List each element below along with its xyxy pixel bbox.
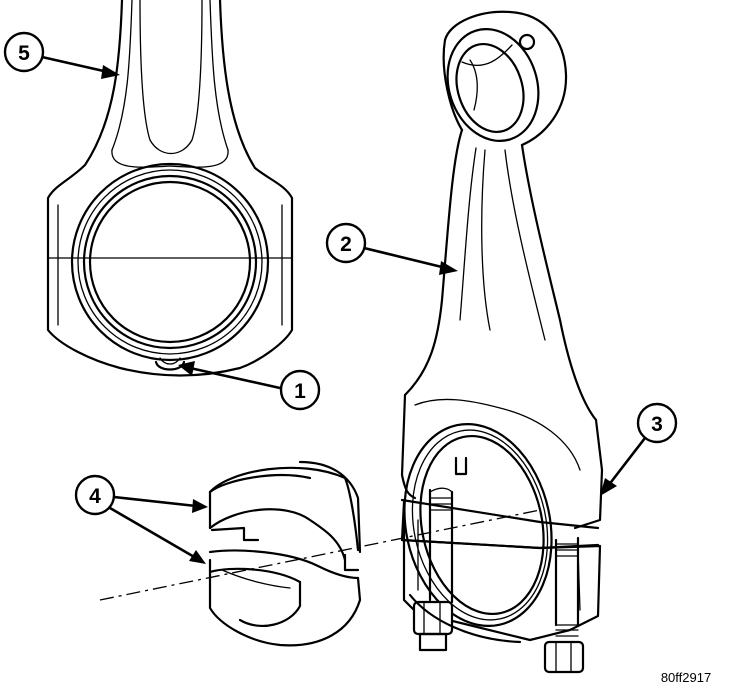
callout-3: 3 bbox=[600, 402, 678, 496]
callout-4: 4 bbox=[74, 474, 208, 564]
connecting-rod-assembled bbox=[400, 10, 604, 674]
callout-1-label: 1 bbox=[294, 380, 306, 403]
callout-5: 5 bbox=[3, 31, 120, 79]
callout-2-circle bbox=[325, 222, 367, 264]
callout-1: 1 bbox=[178, 361, 321, 411]
connecting-rod-top-view bbox=[46, 0, 294, 377]
centerline bbox=[99, 509, 541, 601]
callout-5-label: 5 bbox=[18, 42, 30, 65]
callout-3-circle bbox=[636, 402, 678, 444]
callout-5-circle bbox=[3, 31, 45, 73]
figure-id: 80ff2917 bbox=[661, 670, 711, 685]
callout-3-label: 3 bbox=[651, 413, 663, 436]
callout-1-circle bbox=[279, 369, 321, 411]
callout-4-label: 4 bbox=[89, 485, 101, 508]
bearing-shells bbox=[208, 460, 362, 647]
callout-2: 2 bbox=[325, 222, 458, 275]
callout-2-label: 2 bbox=[340, 233, 352, 256]
callout-4-circle bbox=[74, 474, 116, 516]
